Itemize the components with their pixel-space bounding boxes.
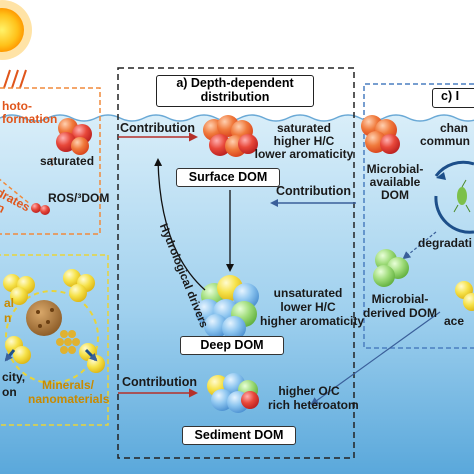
side-n-label: n <box>4 311 12 325</box>
contribution-right-label: Contribution <box>276 184 351 198</box>
change-line-1: chan <box>440 121 469 135</box>
depth-title-line-1: a) Depth-dependent <box>176 76 294 90</box>
microbial-derived-2: derived DOM <box>362 306 437 320</box>
ace-label: ace <box>444 314 465 328</box>
mineral-particle-icons <box>3 269 105 373</box>
microbial-derived-cluster-icon <box>373 249 409 287</box>
degradation-label: degradati <box>418 236 473 250</box>
contribution-bottom-label: Contribution <box>122 375 197 389</box>
deep-dom-label: Deep DOM <box>180 336 284 355</box>
left-panel-frame <box>0 87 101 235</box>
left-saturated-cluster-icon <box>56 118 92 155</box>
sediment-dom-desc: higher O/C rich heteroatom <box>268 384 359 412</box>
surface-desc-1: saturated <box>276 121 332 135</box>
degradation-arrow <box>402 231 437 260</box>
microbial-available-1: Microbial- <box>366 162 424 176</box>
center-panel-frame <box>117 67 355 459</box>
on-label: on <box>2 385 17 399</box>
ros-dom-particles-icon <box>31 203 50 215</box>
side-al-label: al <box>4 296 15 310</box>
right-yellow-particles-icon <box>455 281 474 311</box>
microbial-available-label: Microbial- available DOM <box>364 163 426 202</box>
deep-dom-cluster-icon <box>195 275 259 340</box>
deep-desc-3: higher aromaticity <box>260 314 365 328</box>
sediment-desc-1: higher O/C <box>278 384 340 398</box>
depth-panel-title: a) Depth-dependent distribution <box>156 75 314 107</box>
deep-desc-2: lower H/C <box>280 300 336 314</box>
contribution-top-label: Contribution <box>120 121 195 135</box>
surface-dom-desc: saturated higher H/C lower aromaticity <box>254 122 354 161</box>
minerals-line-2: nanomaterials <box>28 392 110 406</box>
surface-dom-label: Surface DOM <box>176 168 280 187</box>
sediment-dom-label: Sediment DOM <box>182 426 296 445</box>
microbial-derived-label: Microbial- derived DOM <box>360 292 440 320</box>
change-community-label: chan commun <box>420 122 470 148</box>
photo-transformation-label: hoto- formation <box>2 100 57 126</box>
city-label: city, <box>2 370 26 384</box>
right-panel-frame <box>363 83 474 349</box>
microbial-derived-1: Microbial- <box>371 292 429 306</box>
sun-icon <box>0 0 32 89</box>
deep-desc-1: unsaturated <box>273 286 343 300</box>
water-surface-line <box>0 114 474 122</box>
sediment-desc-2: rich heteroatom <box>268 398 359 412</box>
ace-to-sediment-arrow <box>310 311 441 406</box>
hydrological-driver-arrow <box>154 158 206 291</box>
photo-line-1: hoto- <box>2 99 32 113</box>
surface-desc-2: higher H/C <box>273 134 335 148</box>
ros-dom-label: ROS/³DOM <box>48 191 110 205</box>
depth-title-line-2: distribution <box>200 90 270 104</box>
microbial-available-3: DOM <box>381 188 409 202</box>
sediment-dom-cluster-icon <box>207 373 259 413</box>
surface-dom-cluster-icon <box>203 115 258 157</box>
minerals-label: Minerals/ nanomaterials <box>28 378 110 406</box>
minerals-line-1: Minerals/ <box>41 378 95 392</box>
deep-dom-desc: unsaturated lower H/C higher aromaticity <box>260 286 365 328</box>
microbial-available-cluster-icon <box>361 115 400 154</box>
left-saturated-label: saturated <box>40 154 95 168</box>
surface-desc-3: lower aromaticity <box>254 147 354 161</box>
minerals-circle <box>5 290 99 384</box>
minerals-panel-frame <box>0 254 109 426</box>
microbial-available-2: available <box>369 175 421 189</box>
change-line-2: commun <box>420 134 471 148</box>
photo-line-2: formation <box>2 112 58 126</box>
microbial-cycle-icon <box>434 160 474 234</box>
right-panel-title: c) I <box>432 88 474 108</box>
